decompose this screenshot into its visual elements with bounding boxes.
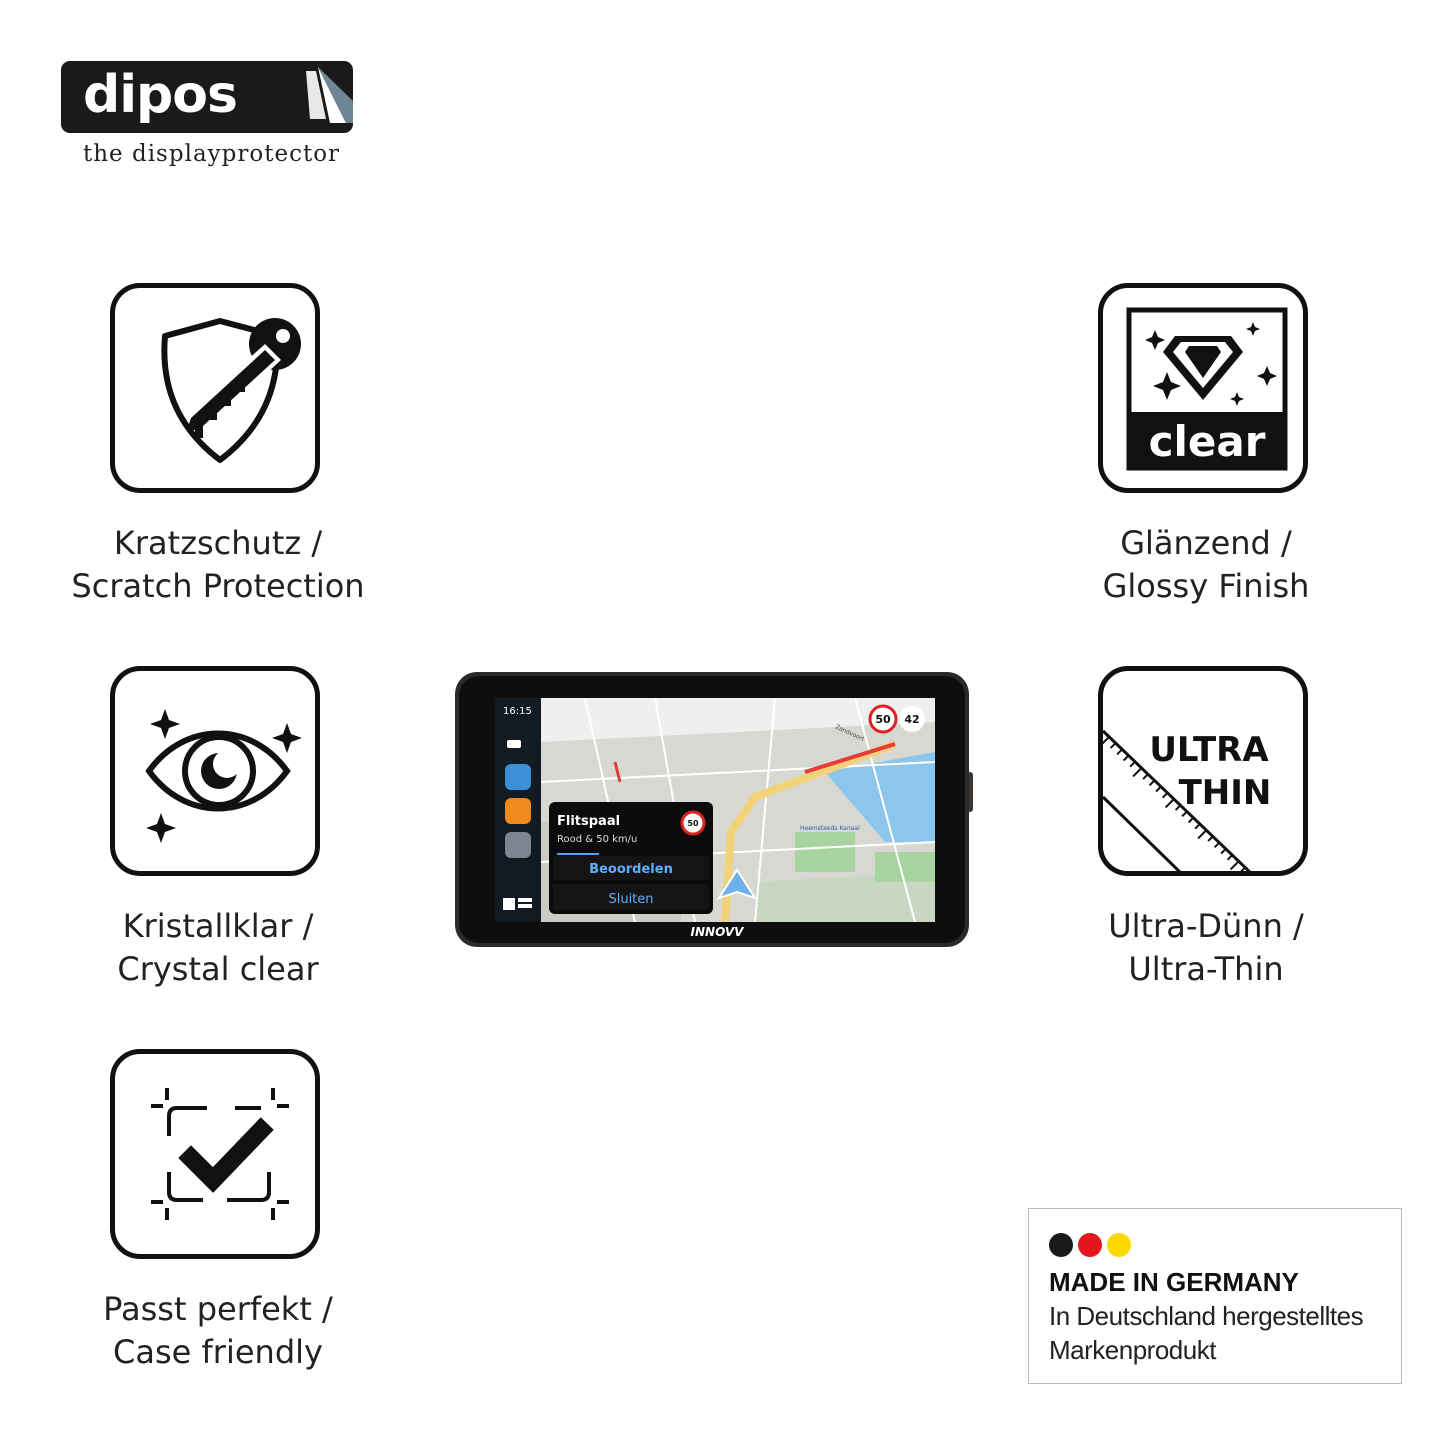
ruler-tick bbox=[1103, 736, 1110, 745]
ruler-tick bbox=[1213, 841, 1221, 849]
ruler-tick bbox=[1155, 785, 1162, 793]
settings-app-icon[interactable] bbox=[505, 832, 531, 858]
ruler-tick bbox=[1187, 816, 1195, 824]
rate-button[interactable] bbox=[553, 856, 709, 880]
ruler-tick bbox=[1240, 866, 1247, 871]
feature-tile-thin: ULTRA THIN bbox=[1098, 666, 1308, 876]
ruler-tick bbox=[1164, 798, 1175, 809]
diamond-clear-icon: clear bbox=[1126, 307, 1288, 471]
close-button[interactable] bbox=[553, 884, 709, 910]
ruler-tick bbox=[1207, 835, 1214, 842]
flag-dot-red bbox=[1078, 1233, 1102, 1257]
made-in-germany-badge: MADE IN GERMANY In Deutschland hergestel… bbox=[1028, 1208, 1402, 1384]
feature-caption-thin: Ultra-Dünn / Ultra-Thin bbox=[1006, 905, 1406, 991]
logo-tagline: the displayprotector bbox=[83, 141, 341, 167]
current-speed-badge bbox=[899, 706, 925, 732]
logo-wordmark: dipos bbox=[83, 65, 238, 125]
dashboard-icon[interactable] bbox=[503, 898, 515, 910]
caption-line-en: Scratch Protection bbox=[71, 567, 365, 605]
ruler-tick bbox=[1142, 773, 1149, 780]
thin-label: THIN bbox=[1179, 773, 1272, 813]
position-arrow-icon bbox=[716, 868, 758, 900]
alert-title: Flitspaal bbox=[557, 814, 620, 829]
feature-caption-crystal: Kristallklar / Crystal clear bbox=[18, 905, 418, 991]
ruler-tick bbox=[1226, 854, 1234, 861]
feature-caption-glossy: Glänzend / Glossy Finish bbox=[1006, 522, 1406, 608]
alert-subtitle: Rood & 50 km/u bbox=[557, 834, 637, 845]
close-button-label: Sluiten bbox=[608, 892, 653, 907]
ruler-tick bbox=[1161, 792, 1169, 799]
caption-line-de: Glänzend / bbox=[1120, 524, 1292, 562]
feature-tile-glossy: clear bbox=[1098, 283, 1308, 493]
shield-key-icon bbox=[161, 318, 301, 463]
eye-sparkle-icon bbox=[145, 709, 302, 843]
caption-line-en: Glossy Finish bbox=[1102, 567, 1310, 605]
speed-limit-text: 50 bbox=[875, 713, 891, 726]
flag-dot-gold bbox=[1107, 1233, 1131, 1257]
alert-speed-badge: 50 bbox=[687, 819, 699, 828]
feature-tile-scratch bbox=[110, 283, 320, 493]
flag-dot-black bbox=[1049, 1233, 1073, 1257]
ruler-tick bbox=[1129, 761, 1136, 768]
ruler-tick bbox=[1194, 823, 1201, 830]
ruler-tick bbox=[1174, 804, 1182, 811]
ruler-tick bbox=[1132, 767, 1143, 778]
ruler-tick bbox=[1116, 748, 1123, 756]
caption-line-en: Ultra-Thin bbox=[1128, 950, 1284, 988]
frame-checkmark-icon bbox=[151, 1088, 289, 1220]
made-in-germany-line2: Markenprodukt bbox=[1049, 1335, 1216, 1365]
clear-badge-label: clear bbox=[1149, 417, 1266, 466]
maps-app-icon[interactable] bbox=[505, 764, 531, 790]
speed-limit-sign bbox=[868, 704, 898, 734]
ruler-tick bbox=[1197, 829, 1208, 840]
caption-line-de: Ultra-Dünn / bbox=[1108, 907, 1304, 945]
caption-line-en: Case friendly bbox=[113, 1333, 323, 1371]
books-app-icon[interactable] bbox=[505, 798, 531, 824]
made-in-germany-title: MADE IN GERMANY bbox=[1049, 1267, 1299, 1297]
ruler-tick bbox=[1181, 810, 1188, 818]
ruler-tick bbox=[1122, 754, 1130, 762]
rate-button-label: Beoordelen bbox=[589, 862, 673, 877]
feature-caption-scratch: Kratzschutz / Scratch Protection bbox=[18, 522, 418, 608]
device-brand-label: INNOVV bbox=[691, 925, 746, 939]
ruler-tick bbox=[1148, 779, 1156, 787]
ruler-tick bbox=[1220, 847, 1227, 855]
caption-line-de: Kristallklar / bbox=[122, 907, 314, 945]
map-street-label: Heemsteeds Kanaal bbox=[800, 825, 860, 832]
ruler-ultra-thin-icon: ULTRA THIN bbox=[1103, 729, 1272, 871]
current-speed-text: 42 bbox=[904, 713, 919, 726]
brand-logo: dipos bbox=[61, 61, 353, 133]
logo-peel-icon bbox=[302, 67, 353, 123]
ruler-tick bbox=[1109, 742, 1117, 749]
ruler-tick bbox=[1229, 860, 1240, 871]
caption-line-de: Passt perfekt / bbox=[103, 1290, 333, 1328]
product-device: 16:15 Heems bbox=[455, 672, 973, 947]
clock-text: 16:15 bbox=[503, 706, 532, 717]
navigation-device-image: 16:15 Heems bbox=[455, 672, 973, 947]
caption-line-de: Kratzschutz / bbox=[113, 524, 323, 562]
caption-line-en: Crystal clear bbox=[117, 950, 319, 988]
feature-tile-fit bbox=[110, 1049, 320, 1259]
made-in-germany-line1: In Deutschland hergestelltes bbox=[1049, 1301, 1364, 1331]
feature-caption-fit: Passt perfekt / Case friendly bbox=[18, 1288, 418, 1374]
ultra-label: ULTRA bbox=[1149, 730, 1269, 770]
feature-tile-crystal bbox=[110, 666, 320, 876]
